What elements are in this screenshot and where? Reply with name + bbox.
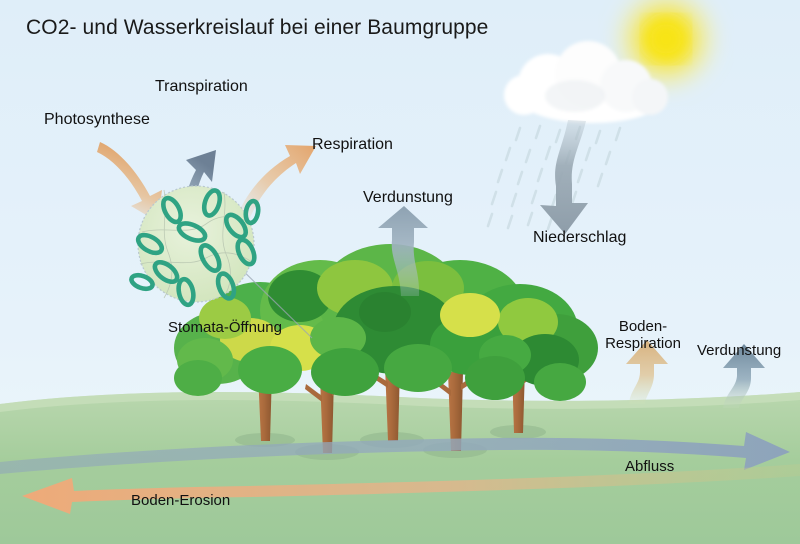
- arrow-verdunstung-canopy: [378, 206, 428, 296]
- page-title: CO2- und Wasserkreislauf bei einer Baumg…: [26, 16, 489, 39]
- label-stomata-oeffnung: Stomata-Öffnung: [168, 319, 282, 336]
- magnifier-circle-icon: [129, 185, 261, 308]
- label-boden-respiration: Boden-Respiration: [605, 318, 681, 352]
- arrow-boden-respiration: [626, 340, 668, 404]
- label-boden-erosion: Boden-Erosion: [131, 492, 231, 509]
- label-verdunstung-canopy: Verdunstung: [363, 189, 453, 206]
- label-verdunstung-right: Verdunstung: [697, 342, 782, 359]
- tree-canopy: [174, 244, 598, 401]
- label-abfluss: Abfluss: [625, 458, 675, 475]
- arrow-abfluss: [0, 432, 790, 474]
- arrow-boden-erosion: [22, 464, 800, 514]
- tree-icon: [174, 244, 598, 460]
- label-transpiration: Transpiration: [155, 78, 248, 95]
- magnifier-connector-line: [233, 261, 313, 339]
- ground-highlight: [0, 392, 800, 412]
- cloud-icon: [504, 41, 668, 123]
- arrow-niederschlag: [540, 120, 588, 234]
- arrow-verdunstung-right: [723, 344, 765, 408]
- label-photosynthese: Photosynthese: [44, 111, 150, 128]
- label-niederschlag: Niederschlag: [533, 229, 627, 246]
- arrow-photosynthese: [97, 142, 162, 222]
- label-respiration: Respiration: [312, 136, 393, 153]
- ground: [0, 392, 800, 544]
